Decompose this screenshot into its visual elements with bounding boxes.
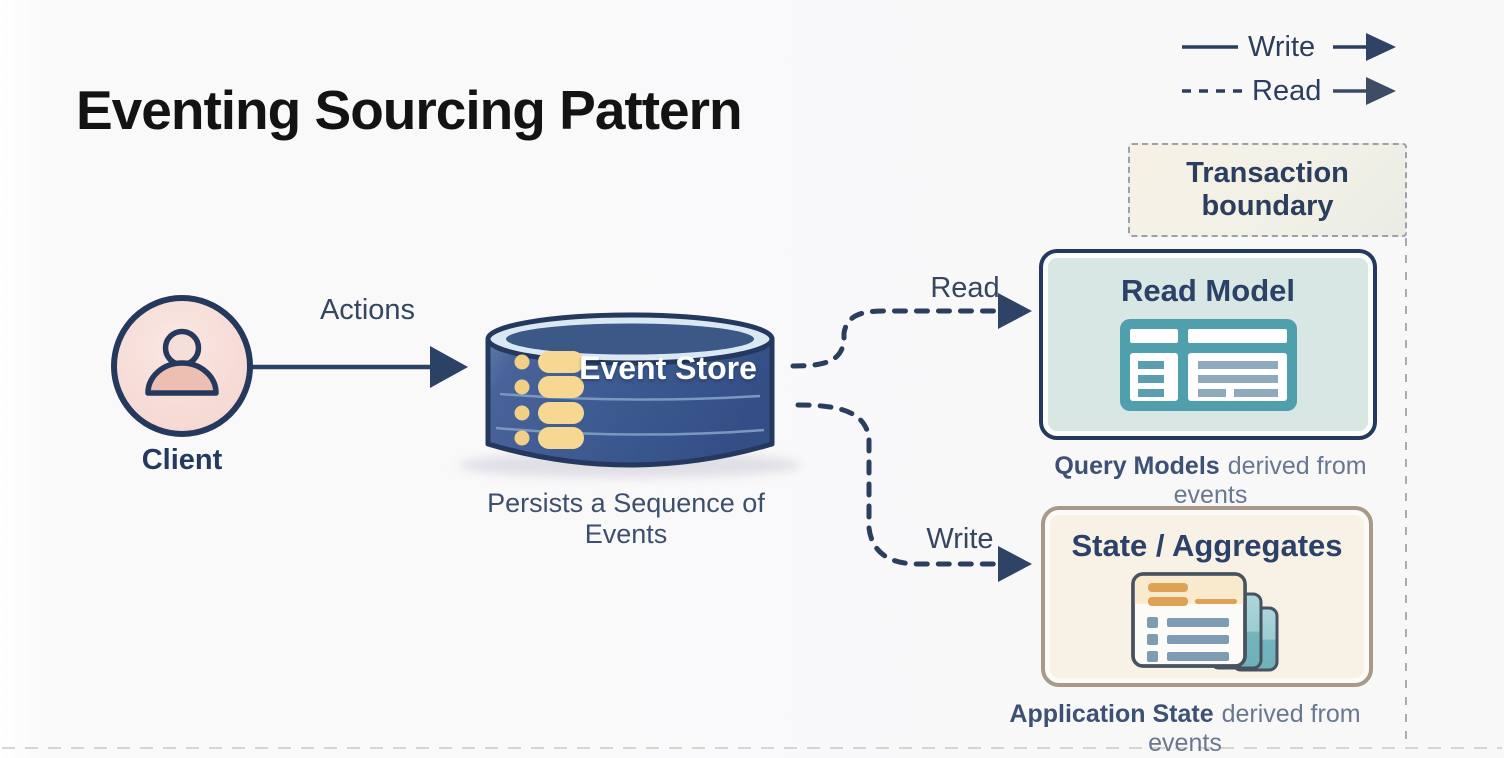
person-icon — [145, 328, 219, 396]
event-store-label: Event Store — [579, 350, 757, 386]
legend-write-label: Write — [1248, 31, 1316, 63]
read-model-title: Read Model — [1121, 273, 1295, 308]
legend-write-line-icon — [1182, 33, 1396, 61]
transaction-boundary-label-box: Transaction boundary — [1128, 143, 1407, 237]
read-edge-label: Read — [930, 272, 1000, 304]
read-flow-arrow — [790, 293, 1032, 369]
event-store-caption: Persists a Sequence of Events — [487, 488, 765, 549]
page-title: Eventing Sourcing Pattern — [76, 79, 743, 141]
read-model-caption-bold: Query Models — [1054, 452, 1220, 480]
write-edge-label: Write — [926, 523, 994, 555]
table-icon — [1119, 319, 1297, 411]
cards-icon — [1131, 572, 1279, 672]
database-icon — [458, 312, 802, 478]
client-node — [111, 295, 253, 437]
read-model-caption-rest: derived from events — [1173, 452, 1367, 509]
actions-edge-label: Actions — [319, 294, 416, 326]
actions-arrow — [252, 346, 468, 388]
read-model-node: Read Model — [1039, 249, 1377, 440]
state-aggregates-node: State / Aggregates — [1041, 506, 1373, 687]
legend-read-line-icon — [1182, 77, 1396, 105]
client-label: Client — [141, 444, 223, 476]
event-rows-icon — [514, 351, 584, 449]
state-aggregates-title: State / Aggregates — [1071, 528, 1343, 563]
write-flow-arrow — [795, 402, 1032, 582]
state-aggregates-caption-bold: Application State — [1009, 700, 1214, 728]
legend-read-label: Read — [1252, 75, 1322, 107]
transaction-boundary-label: Transaction boundary — [1186, 156, 1349, 222]
